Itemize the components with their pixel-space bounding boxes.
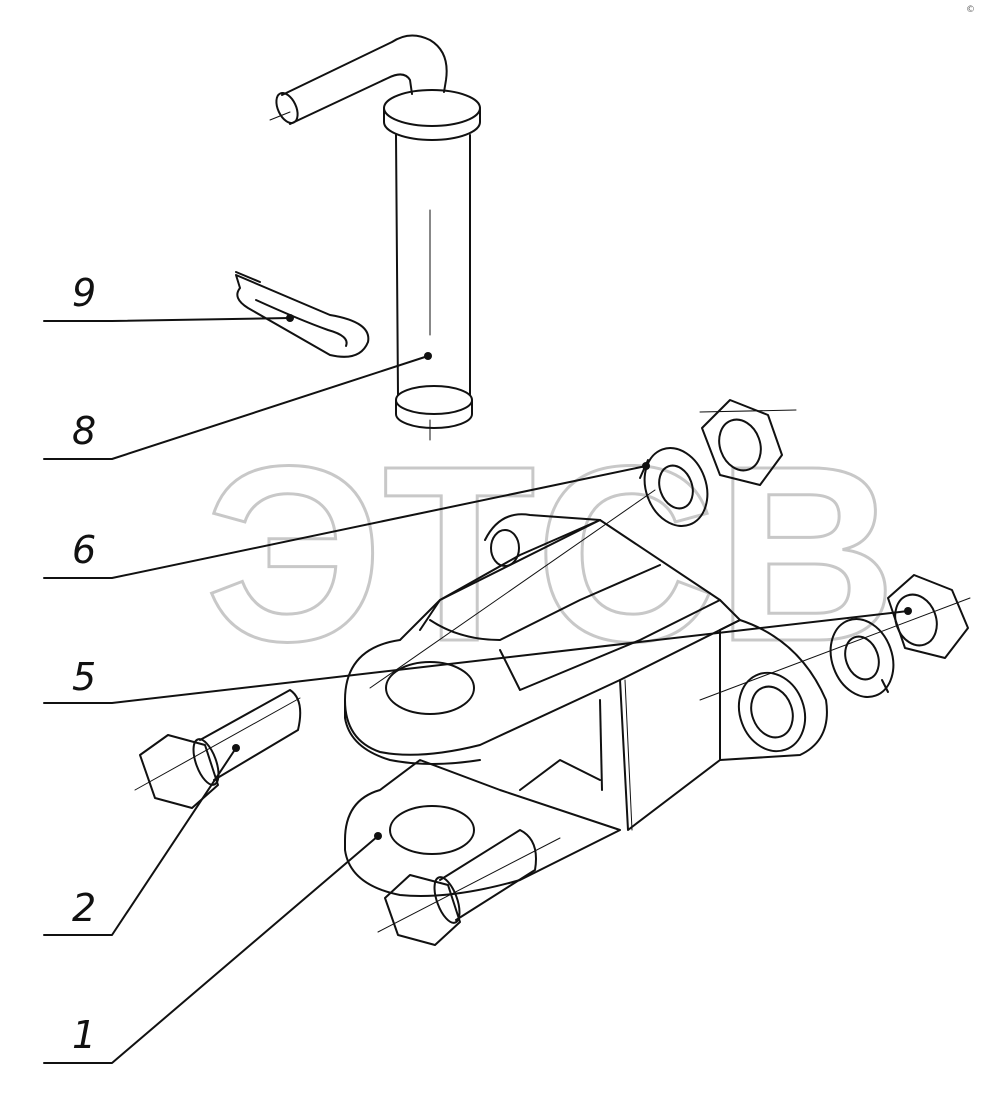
callout-2: 2 (72, 886, 96, 930)
leader-2 (43, 747, 237, 936)
bolt-lower (377, 829, 561, 946)
callout-leaders (43, 317, 909, 1064)
bolt-left (134, 689, 302, 809)
leader-1 (43, 835, 379, 1064)
axis-line (369, 489, 656, 689)
callout-8: 8 (72, 409, 96, 453)
leader-9 (43, 317, 291, 322)
nut-upper (699, 399, 797, 486)
cotter-pin (235, 271, 370, 358)
callout-5: 5 (72, 655, 96, 699)
leader-6 (43, 465, 647, 579)
callout-9: 9 (72, 271, 96, 315)
leader-8 (43, 355, 429, 460)
leader-dots (232, 314, 912, 840)
corner-mark: © (966, 5, 975, 15)
watermark: ЭТСВ (205, 414, 897, 693)
nut-right (699, 574, 971, 701)
clevis-bracket (344, 513, 828, 897)
callout-6: 6 (72, 528, 96, 572)
leader-5 (43, 610, 909, 704)
callout-1: 1 (72, 1013, 96, 1057)
hitch-pin (269, 34, 481, 441)
lock-washer-right (829, 618, 895, 698)
